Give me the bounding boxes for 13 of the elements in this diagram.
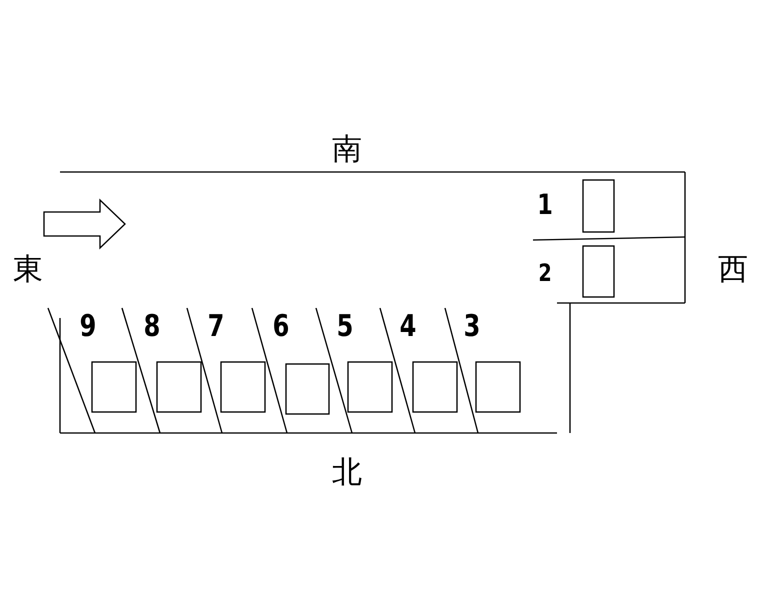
space-number: 2 <box>538 261 552 285</box>
space-number: 8 <box>144 312 160 342</box>
space-number: 7 <box>208 312 224 342</box>
space-number: 1 <box>537 191 553 219</box>
compass-label: 西 <box>718 255 748 285</box>
compass-label: 北 <box>332 458 362 488</box>
space-number: 4 <box>400 312 416 342</box>
space-number: 5 <box>336 312 354 342</box>
compass-label: 南 <box>332 135 362 165</box>
space-number: 9 <box>80 312 96 342</box>
space-number: 6 <box>272 312 290 342</box>
compass-label: 東 <box>13 255 43 285</box>
space-number: 3 <box>464 312 480 342</box>
